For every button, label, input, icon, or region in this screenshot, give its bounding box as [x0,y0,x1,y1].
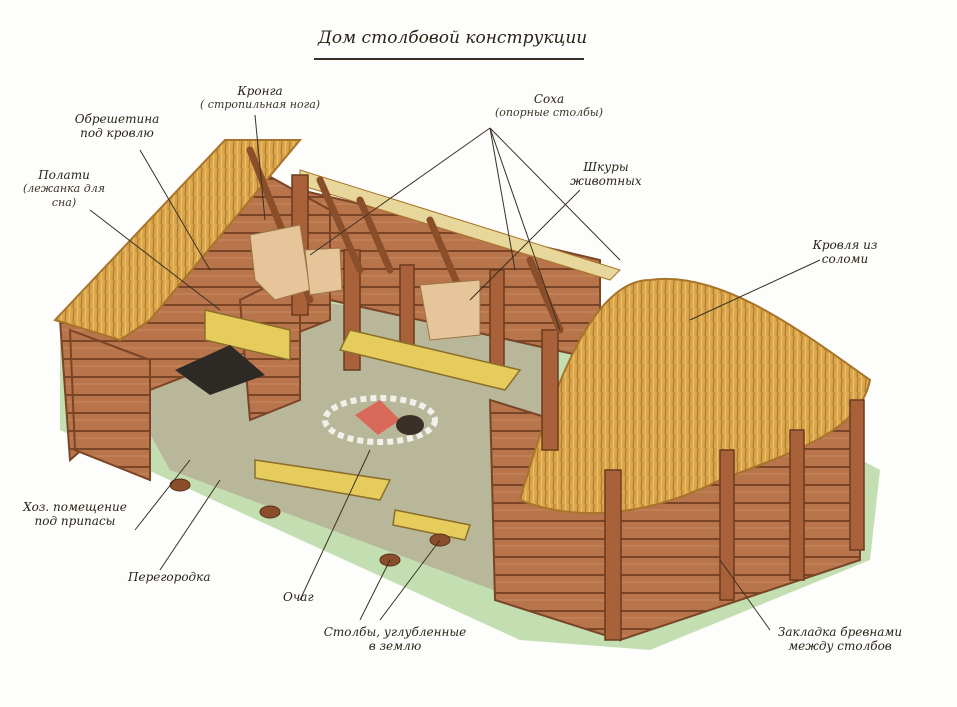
label-zakladka: Закладка бревнами между столбов [777,625,903,653]
pot [396,415,424,435]
label-khoz: Хоз. помещение под припасы [23,500,127,528]
front-left-wall [68,328,151,482]
post [489,269,505,371]
label-ochag: Очаг [283,590,314,604]
post [604,469,622,641]
label-okreshetina: Обрешетина под кровлю [74,112,160,140]
post [789,429,805,581]
post [719,449,735,601]
support-posts [291,174,865,641]
diagram-title: Дом столбовой конструкции [318,28,588,48]
sleeping-platform [204,309,291,361]
label-stolby: Столбы, углубленные в землю [323,625,467,653]
thatched-roof [518,277,872,515]
bench [392,509,471,541]
hearth-fire [355,400,400,435]
label-peregorodka: Перегородка [128,570,211,584]
animal-hide [249,224,311,301]
cellar-hatch [175,345,265,395]
post [541,329,559,451]
label-krovlya: Кровля из соломи [812,238,878,266]
animal-hide [304,247,343,296]
label-polati: Полати (лежанка для сна) [23,168,105,209]
hearth-ring [322,395,438,445]
leader-lines [89,114,821,631]
label-sokha: Соха (опорные столбы) [495,92,604,119]
bench [338,329,522,391]
animal-hide [419,279,481,341]
bench [254,459,392,501]
post [849,399,865,551]
title-underline [314,58,584,60]
label-shkury: Шкуры животных [570,160,642,188]
hearth [322,395,438,445]
gable-roof [53,139,303,342]
label-kronga: Кронга ( стропильная нога) [200,84,321,111]
